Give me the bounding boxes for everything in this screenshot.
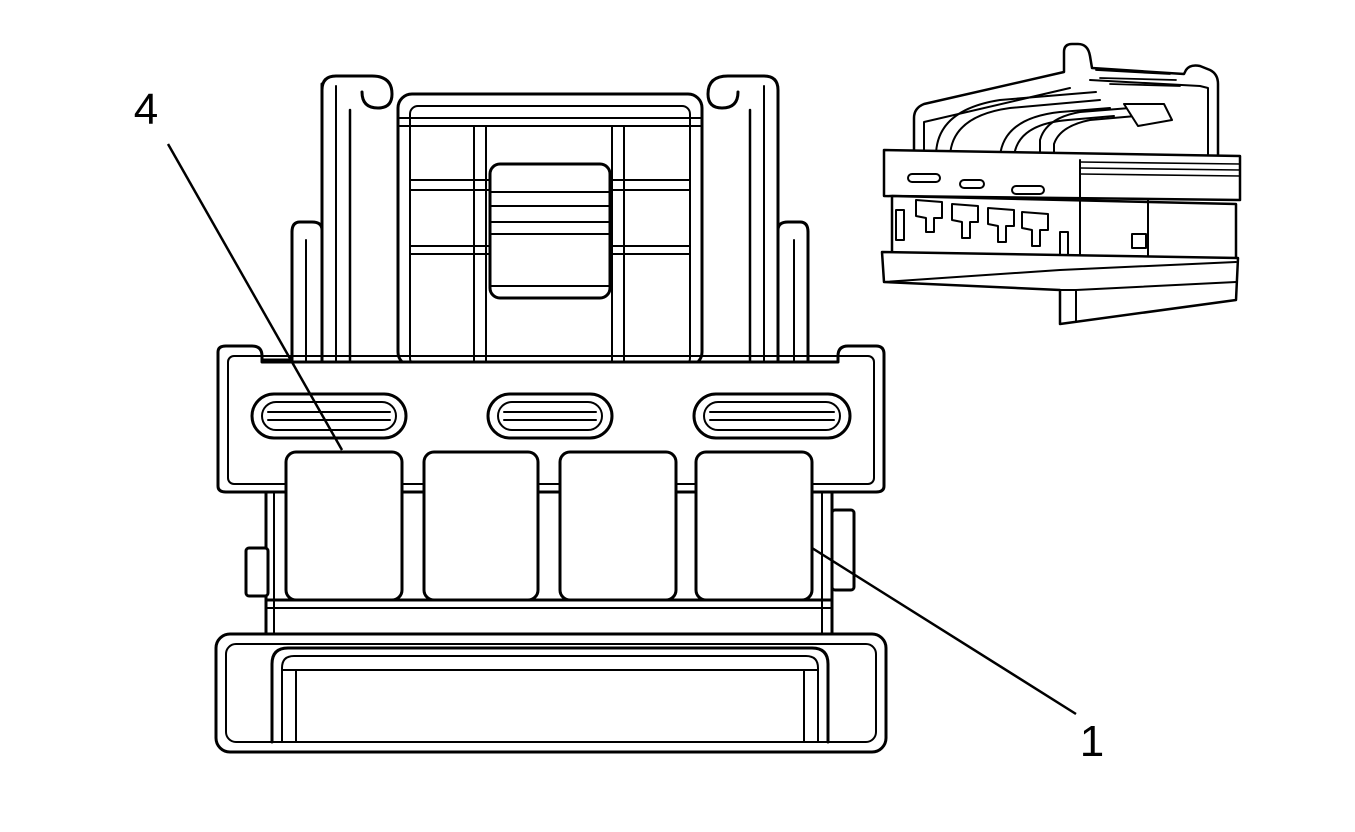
callout-label-pin-1: 1	[1080, 717, 1104, 766]
connector-front-view	[214, 74, 888, 754]
isometric-terminals	[915, 199, 1049, 247]
latch-housing	[218, 74, 810, 402]
callout-leaders	[166, 143, 1077, 716]
terminal-cavities	[284, 450, 814, 602]
terminal-cavity-3	[422, 450, 540, 602]
leader-line-pin-1	[811, 546, 1077, 716]
lock-window	[396, 92, 704, 368]
leader-line-pin-4	[166, 143, 344, 451]
terminal-cavity-1	[694, 450, 814, 602]
terminal-cavity-4	[284, 450, 404, 602]
body-slots	[250, 392, 852, 440]
connector-isometric-view	[880, 42, 1242, 326]
callout-label-pin-4: 4	[134, 85, 158, 134]
base-rail	[214, 632, 888, 754]
terminal-cavity-2	[558, 450, 678, 602]
terminal-block	[244, 450, 856, 642]
